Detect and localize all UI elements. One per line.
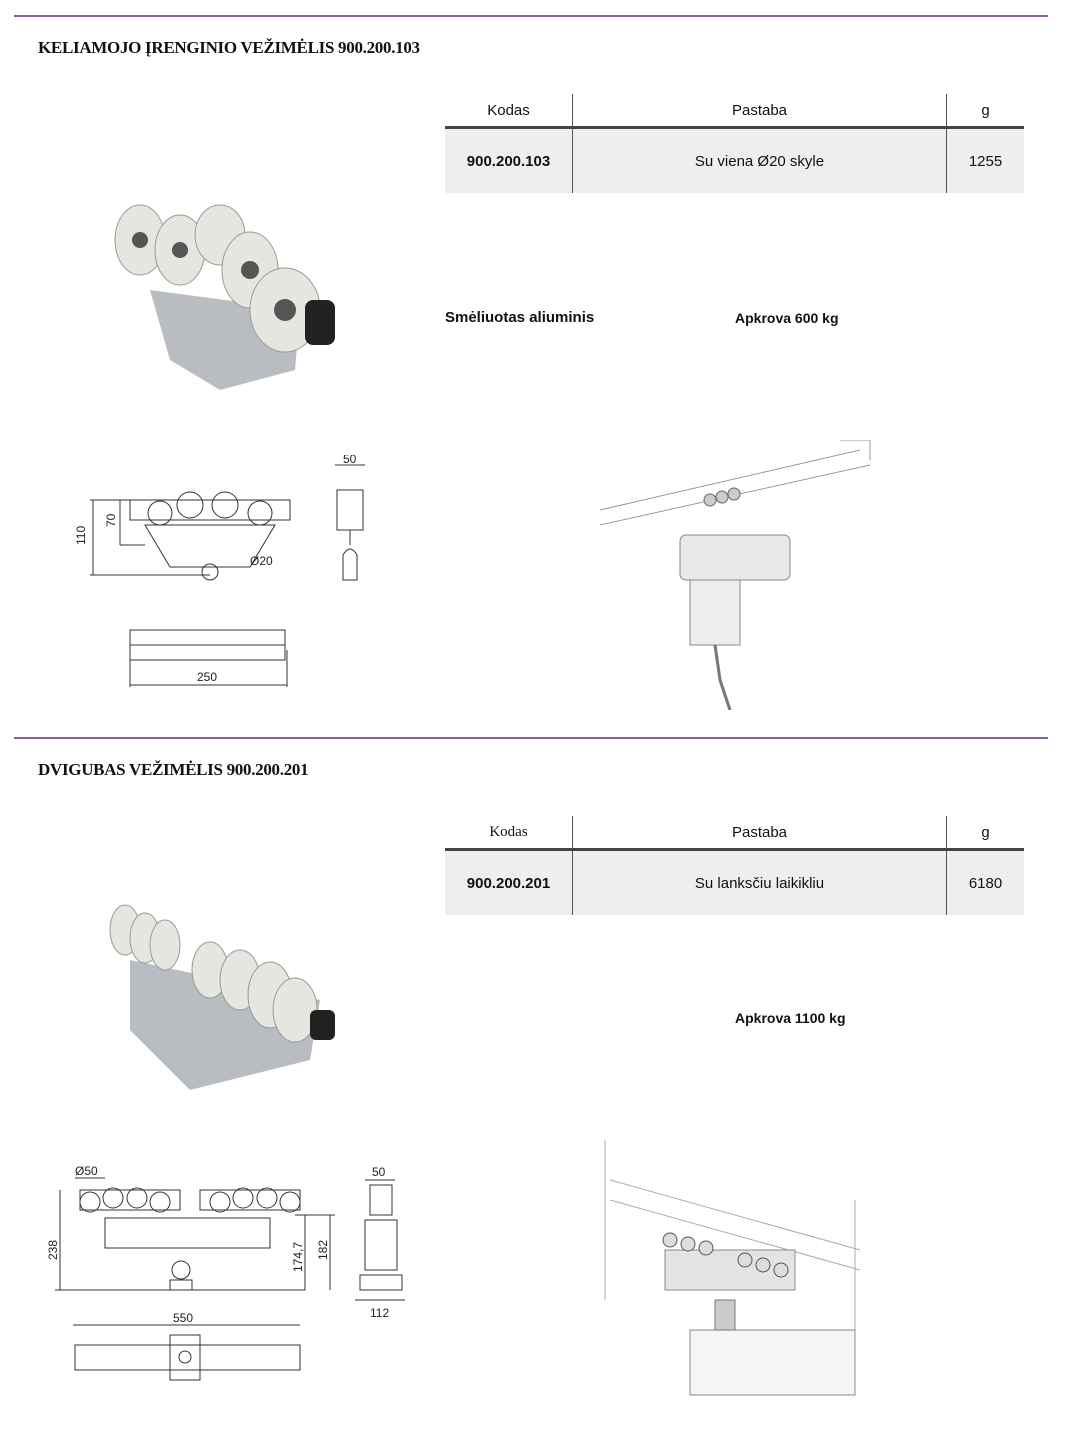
cell-code: 900.200.103	[445, 127, 573, 193]
technical-drawing: Ø50 50 238 174,7 182 112 550	[46, 1164, 405, 1381]
cell-weight: 6180	[946, 849, 1024, 915]
load-label: Apkrova 600 kg	[735, 310, 839, 326]
dim-height-total: 238	[46, 1240, 60, 1260]
header-pastaba: Pastaba	[572, 94, 947, 129]
dim-hole: Ø20	[250, 554, 273, 568]
spec-table: Kodas Pastaba g 900.200.103 Su viena Ø20…	[445, 94, 1024, 193]
header-g: g	[946, 94, 1024, 129]
dim-width: 50	[372, 1165, 386, 1179]
trolley-photo	[114, 204, 335, 390]
table-row: 900.200.103 Su viena Ø20 skyle 1255	[445, 127, 1024, 193]
application-photo	[604, 1140, 861, 1396]
cell-note: Su viena Ø20 skyle	[572, 127, 947, 193]
dim-wheel: Ø50	[75, 1164, 98, 1178]
section-title: DVIGUBAS VEŽIMĖLIS 900.200.201	[38, 760, 309, 779]
cell-code: 900.200.201	[445, 849, 573, 915]
cell-weight: 1255	[946, 127, 1024, 193]
header-g: g	[946, 816, 1024, 851]
section-divider	[14, 737, 1048, 739]
technical-drawing: 110 70 Ø20 50 250	[75, 455, 365, 687]
header-pastaba: Pastaba	[572, 816, 947, 851]
load-label: Apkrova 1100 kg	[735, 1010, 846, 1026]
spec-table: Kodas Pastaba g 900.200.201 Su lanksčiu …	[445, 816, 1024, 915]
dim-height-b: 182	[316, 1240, 330, 1260]
table-header-row: Kodas Pastaba g	[445, 816, 1024, 851]
header-kodas: Kodas	[445, 816, 573, 851]
application-photo	[600, 440, 871, 710]
table-row: 900.200.201 Su lanksčiu laikikliu 6180	[445, 849, 1024, 915]
dim-length: 550	[173, 1311, 193, 1325]
dim-length: 250	[197, 670, 217, 684]
header-kodas: Kodas	[445, 94, 573, 129]
dim-height-total: 110	[75, 526, 88, 545]
table-header-row: Kodas Pastaba g	[445, 94, 1024, 129]
dim-height-wheels: 70	[104, 513, 118, 527]
section-divider	[14, 15, 1048, 17]
material-label: Smėliuotas aliuminis	[445, 309, 595, 326]
double-trolley-photo	[109, 904, 335, 1090]
dim-base: 112	[370, 1306, 389, 1320]
section-title: KELIAMOJO ĮRENGINIO VEŽIMĖLIS 900.200.10…	[38, 38, 420, 57]
dim-height-a: 174,7	[291, 1242, 305, 1272]
dim-width: 50	[343, 455, 357, 466]
cell-note: Su lanksčiu laikikliu	[572, 849, 947, 915]
